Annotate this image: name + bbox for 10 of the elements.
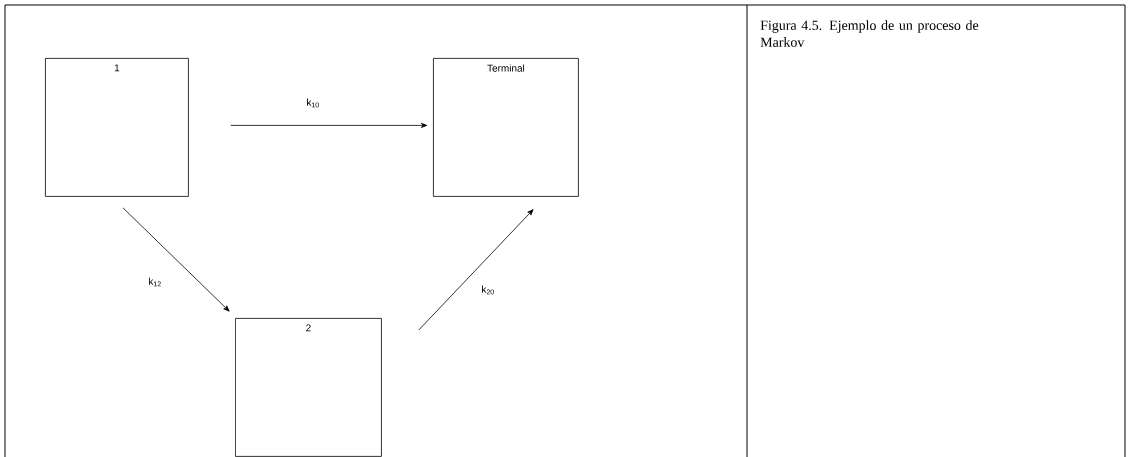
rate-label: k$_{20}$ bbox=[482, 285, 494, 295]
state-box: 2 bbox=[235, 318, 382, 457]
arrow bbox=[122, 207, 230, 312]
state-box: Terminal bbox=[433, 58, 579, 197]
arrow bbox=[418, 209, 534, 331]
rate-label: k$_{10}$ bbox=[307, 98, 319, 108]
figure-caption: Figura 4.5. Ejemplo de un proceso de Markov bbox=[760, 20, 979, 47]
arrow bbox=[230, 122, 428, 128]
state-box: 1 bbox=[45, 58, 189, 197]
rate-label: k$_{12}$ bbox=[149, 277, 161, 287]
